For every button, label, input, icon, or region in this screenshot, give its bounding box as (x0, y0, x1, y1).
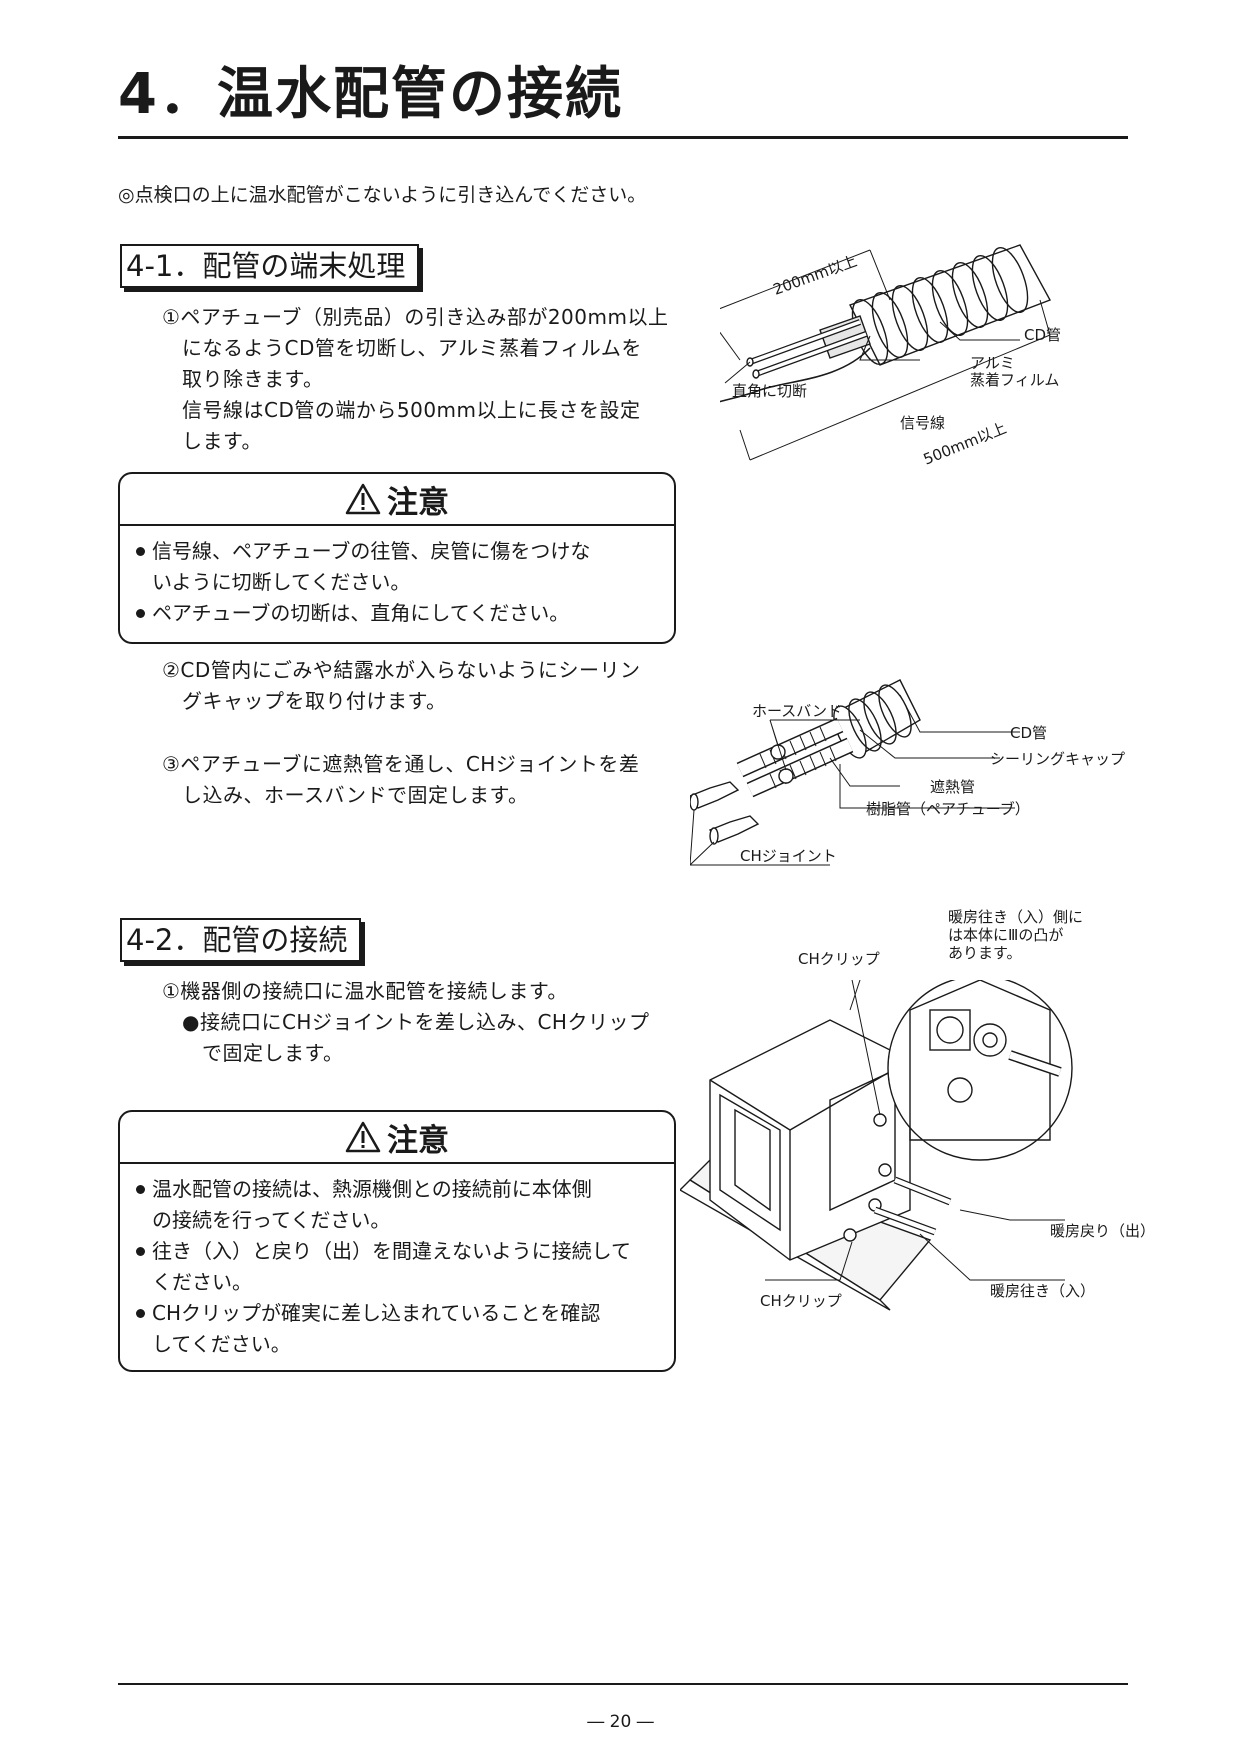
label-ch-joint: CHジョイント (740, 847, 837, 865)
label-note: 暖房往き（入）側に は本体にⅢの凸が あります。 (948, 908, 1083, 962)
section1-step3: ③ペアチューブに遮熱管を通し、CHジョイントを差 し込み、ホースバンドで固定しま… (162, 749, 682, 811)
figure-unit-connection: CHクリップ 暖房往き（入）側に は本体にⅢの凸が あります。 暖房戻り（出） … (678, 908, 1155, 1320)
section2-step1: ①機器側の接続口に温水配管を接続します。 ●接続口にCHジョイントを差し込み、C… (162, 976, 682, 1069)
label-hose-band: ホースバンド (752, 702, 843, 720)
s2-bullet-line2: で固定します。 (202, 1041, 344, 1065)
footer-rule (118, 1683, 1128, 1685)
caution1-item2: ペアチューブの切断は、直角にしてください。 (136, 598, 654, 629)
s2-bullet-line1: ●接続口にCHジョイントを差し込み、CHクリップ (182, 1010, 650, 1034)
page-number: ― 20 ― (587, 1712, 654, 1732)
step1-line5: します。 (182, 429, 262, 453)
pipe-end-diagram (699, 244, 1051, 461)
caution2-item1-line1: 温水配管の接続は、熱源機側との接続前に本体側 (152, 1177, 592, 1201)
label-supply-in: 暖房往き（入） (990, 1282, 1096, 1300)
step2-line1: ②CD管内にごみや結露水が入らないようにシーリン (162, 658, 641, 682)
label-note-line1: 暖房往き（入）側に (948, 908, 1084, 926)
section-heading-4-2: 4-2．配管の接続 (120, 918, 362, 962)
caution1-item1: 信号線、ペアチューブの往管、戻管に傷をつけな いように切断してください。 (136, 536, 654, 598)
caution-header-2: 注意 (120, 1112, 674, 1164)
label-note-line2: は本体にⅢの凸が (948, 926, 1064, 944)
intro-text: ◎点検口の上に温水配管がこないように引き込んでください。 (118, 184, 647, 206)
caution2-item1: 温水配管の接続は、熱源機側との接続前に本体側 の接続を行ってください。 (136, 1174, 654, 1236)
step1-line3: 取り除きます。 (182, 367, 324, 391)
label-signal-line: 信号線 (900, 414, 946, 432)
caution-title-1: 注意 (387, 484, 449, 521)
caution2-item3-line2: してください。 (152, 1332, 291, 1356)
label-cd-pipe: CD管 (1024, 326, 1062, 344)
caution-box-2: 注意 温水配管の接続は、熱源機側との接続前に本体側 の接続を行ってください。 往… (118, 1110, 676, 1372)
warning-triangle-icon (345, 483, 381, 515)
caution2-item2-line1: 往き（入）と戻り（出）を間違えないように接続して (152, 1239, 631, 1263)
label-note-line3: あります。 (948, 944, 1022, 962)
step3-line1: ③ペアチューブに遮熱管を通し、CHジョイントを差 (162, 752, 640, 776)
caution-body-2: 温水配管の接続は、熱源機側との接続前に本体側 の接続を行ってください。 往き（入… (120, 1164, 674, 1368)
label-heat-shield: 遮熱管 (930, 778, 976, 796)
section1-step1: ①ペアチューブ（別売品）の引き込み部が200mm以上 になるようCD管を切断し、… (162, 302, 682, 457)
label-ch-clip-bottom: CHクリップ (760, 1292, 842, 1310)
caution2-item2-line2: ください。 (152, 1270, 252, 1294)
label-alumi-line1: アルミ (970, 354, 1015, 372)
caution-body-1: 信号線、ペアチューブの往管、戻管に傷をつけな いように切断してください。 ペアチ… (120, 526, 674, 637)
figure-pipe-end: 200mm以上 CD管 アルミ 蒸着フィルム 直角に切断 信号線 500mm以上 (699, 240, 1140, 500)
caution-title-2: 注意 (387, 1122, 449, 1159)
unit-connection-diagram (678, 919, 1073, 1311)
caution1-item2-line1: ペアチューブの切断は、直角にしてください。 (152, 601, 570, 625)
title-rule (118, 136, 1128, 139)
warning-triangle-icon (345, 1121, 381, 1153)
caution2-item1-line2: の接続を行ってください。 (152, 1208, 391, 1232)
caution-box-1: 注意 信号線、ペアチューブの往管、戻管に傷をつけな いように切断してください。 … (118, 472, 676, 644)
caution2-item3-line1: CHクリップが確実に差し込まれていることを確認 (152, 1301, 601, 1325)
label-alumi-line2: 蒸着フィルム (970, 371, 1060, 389)
step1-line4: 信号線はCD管の端から500mm以上に長さを設定 (182, 398, 641, 422)
s2-step1: ①機器側の接続口に温水配管を接続します。 (162, 979, 568, 1003)
figure-ch-joint: ホースバンド CD管 シーリングキャップ 遮熱管 樹脂管（ペアチューブ） CHジ… (688, 670, 1130, 870)
caution-header-1: 注意 (120, 474, 674, 526)
caution1-item1-line1: 信号線、ペアチューブの往管、戻管に傷をつけな (152, 539, 591, 563)
caution1-item1-line2: いように切断してください。 (152, 570, 411, 594)
step2-line2: グキャップを取り付けます。 (182, 689, 447, 713)
label-ch-clip-top: CHクリップ (798, 950, 880, 968)
step3-line2: し込み、ホースバンドで固定します。 (182, 783, 529, 807)
label-cd-pipe-2: CD管 (1010, 724, 1048, 742)
section1-step2: ②CD管内にごみや結露水が入らないようにシーリン グキャップを取り付けます。 (162, 655, 682, 717)
caution2-item3: CHクリップが確実に差し込まれていることを確認 してください。 (136, 1298, 654, 1360)
label-return-out: 暖房戻り（出） (1050, 1222, 1156, 1240)
label-resin-pipe: 樹脂管（ペアチューブ） (866, 800, 1030, 818)
page-title: 4．温水配管の接続 (118, 62, 623, 127)
label-sealing-cap: シーリングキャップ (990, 750, 1126, 768)
label-alumi: アルミ 蒸着フィルム (970, 355, 1059, 389)
section-heading-4-1: 4-1．配管の端末処理 (120, 244, 420, 288)
label-cut-square: 直角に切断 (732, 382, 808, 400)
step1-line2: になるようCD管を切断し、アルミ蒸着フィルムを (182, 336, 642, 360)
ch-joint-diagram (688, 679, 1020, 866)
caution2-item2: 往き（入）と戻り（出）を間違えないように接続して ください。 (136, 1236, 654, 1298)
step1-line1: ①ペアチューブ（別売品）の引き込み部が200mm以上 (162, 305, 669, 329)
